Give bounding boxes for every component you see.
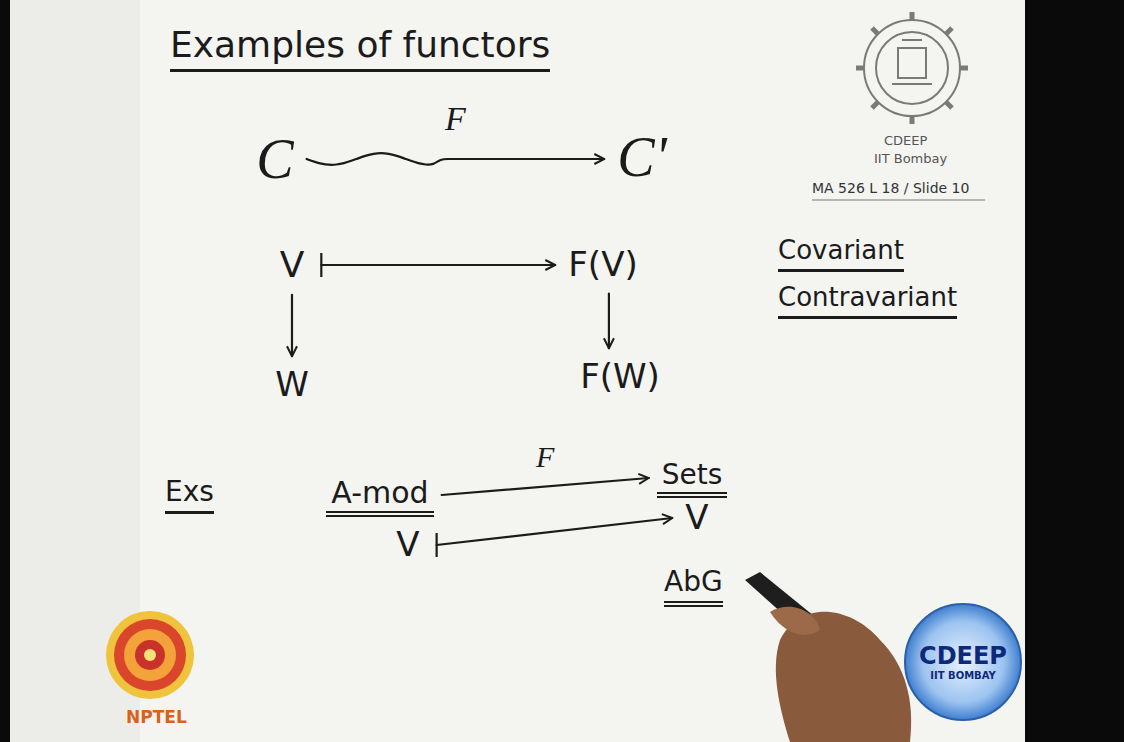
- connector-line: [437, 518, 673, 545]
- badge-subtitle: IIT BOMBAY: [930, 670, 995, 681]
- object: W: [270, 364, 314, 405]
- functor-label: F: [445, 100, 466, 137]
- nptel-logo: [106, 611, 194, 699]
- mapsto-bar: [320, 253, 322, 277]
- maps-to-arrow: [321, 253, 555, 277]
- hand-with-pen: [745, 572, 911, 742]
- category: C: [251, 127, 298, 193]
- functor-arrow: [307, 153, 605, 165]
- slide-rule: [812, 200, 985, 201]
- logo-text: CDEEP: [884, 134, 927, 149]
- node-label: A-mod: [331, 476, 428, 509]
- object: V: [275, 243, 310, 287]
- logo-badge: CDEEPIIT BOMBAY: [903, 602, 1023, 722]
- logo-text: IIT Bombay: [874, 152, 947, 167]
- logo-text: NPTEL: [126, 708, 187, 728]
- node-label: F(V): [568, 246, 637, 283]
- mapsto-bar: [436, 533, 438, 557]
- object-image: F(V): [563, 244, 642, 285]
- node-label: V: [396, 526, 419, 563]
- node-label: V: [280, 245, 305, 285]
- connector-line: [442, 478, 649, 495]
- connector-line: [608, 294, 610, 349]
- node-label: Sets: [662, 460, 723, 491]
- node-label: F(W): [580, 358, 660, 395]
- morphism-arrow: [291, 295, 292, 357]
- paper: [10, 0, 1025, 742]
- heading: Exs: [165, 476, 214, 514]
- category: Sets: [657, 458, 728, 499]
- node-label: C: [256, 129, 293, 191]
- note: Contravariant: [778, 283, 957, 319]
- functor-label: F: [536, 440, 554, 473]
- object-image: F(W): [575, 356, 665, 397]
- slide-title: Examples of functors: [170, 24, 550, 72]
- category: AbG: [664, 566, 723, 607]
- category: C': [612, 125, 671, 191]
- slide-number: MA 526 L 18 / Slide 10: [812, 180, 969, 196]
- connector-line: [321, 264, 555, 266]
- category: A-mod: [326, 474, 433, 517]
- node-label: V: [685, 499, 708, 536]
- node-label: W: [275, 366, 309, 403]
- connector-line: [307, 153, 605, 165]
- institute-logo: [856, 12, 968, 124]
- morphism-arrow: [608, 294, 609, 349]
- note: Covariant: [778, 236, 904, 272]
- badge-outline: [905, 604, 1021, 720]
- maps-to-arrow: [437, 518, 673, 557]
- object: V: [680, 497, 713, 538]
- node-label: C': [617, 127, 666, 189]
- badge-title: CDEEP: [919, 643, 1007, 669]
- functor-arrow: [442, 478, 649, 495]
- object: V: [391, 524, 424, 565]
- connector-line: [291, 295, 293, 357]
